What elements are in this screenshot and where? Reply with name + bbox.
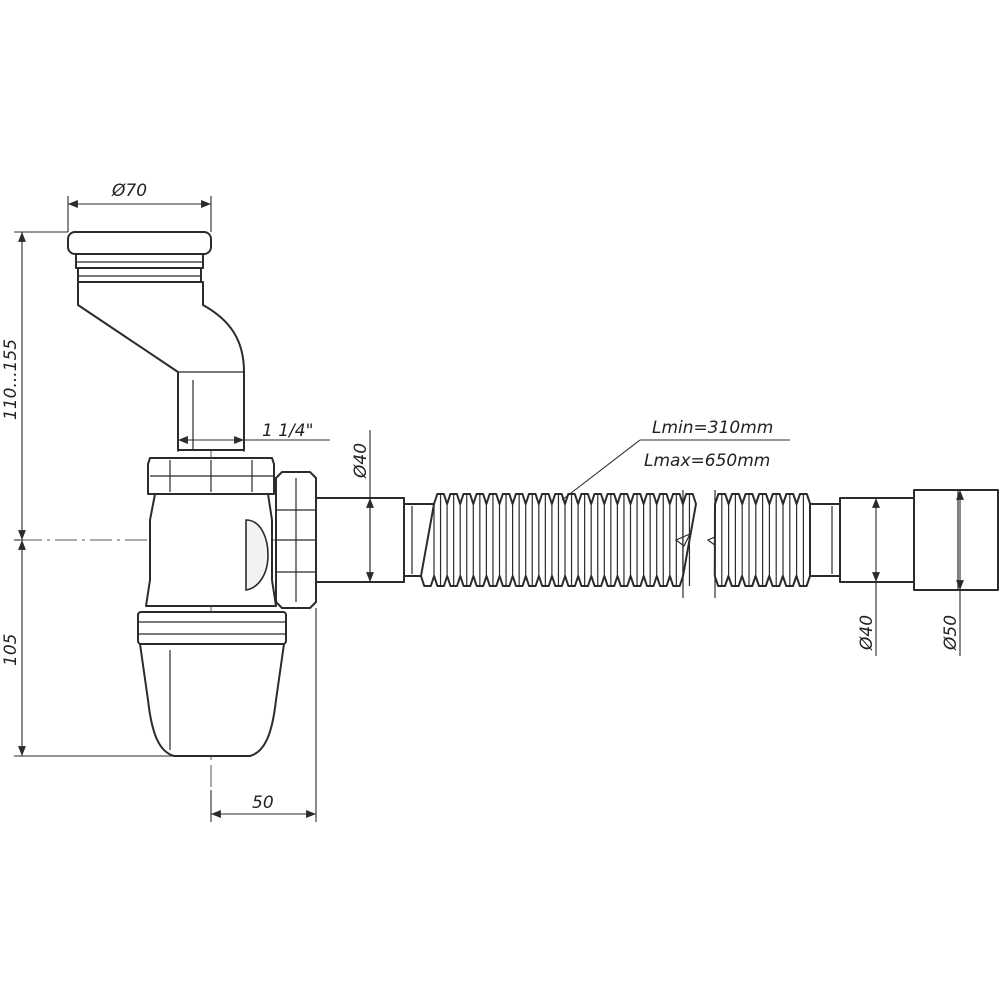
- dim-lower-height: 105: [1, 540, 174, 757]
- dim-label-offset: 50: [252, 793, 274, 813]
- inclined-tailpiece: [77, 281, 245, 451]
- dim-label-height-range: 110...155: [1, 339, 21, 420]
- dim-label-top-diameter: Ø70: [111, 181, 147, 201]
- dim-label-outlet-diameter: Ø40: [351, 443, 371, 479]
- dim-outlet-diameter: Ø40: [351, 430, 374, 582]
- dim-top-diameter: Ø70: [67, 181, 212, 232]
- dim-end-inner-diameter: Ø40: [857, 498, 880, 656]
- dim-label-thread: 1 1/4": [262, 421, 313, 441]
- dim-height-range: 110...155: [1, 231, 68, 541]
- dim-label-hose-max: Lmax=650mm: [644, 451, 770, 471]
- dim-hose-length: Lmin=310mm Lmax=650mm: [561, 418, 790, 501]
- drain-flange: [67, 231, 212, 283]
- dim-label-lower-height: 105: [1, 634, 21, 666]
- dim-label-end-outer: Ø50: [941, 615, 961, 651]
- dim-thread: 1 1/4": [177, 421, 330, 452]
- outlet-union-nut: [275, 471, 317, 609]
- dim-label-hose-min: Lmin=310mm: [652, 418, 773, 438]
- outlet-pipe: [315, 497, 435, 583]
- dim-offset: 50: [210, 608, 317, 822]
- dim-label-end-inner: Ø40: [857, 615, 877, 651]
- bottle-trap: [137, 457, 287, 757]
- end-connector: [809, 489, 999, 591]
- corrugated-hose-end: [713, 493, 812, 587]
- corrugated-hose: [420, 493, 697, 587]
- dim-end-outer-diameter: Ø50: [941, 490, 964, 656]
